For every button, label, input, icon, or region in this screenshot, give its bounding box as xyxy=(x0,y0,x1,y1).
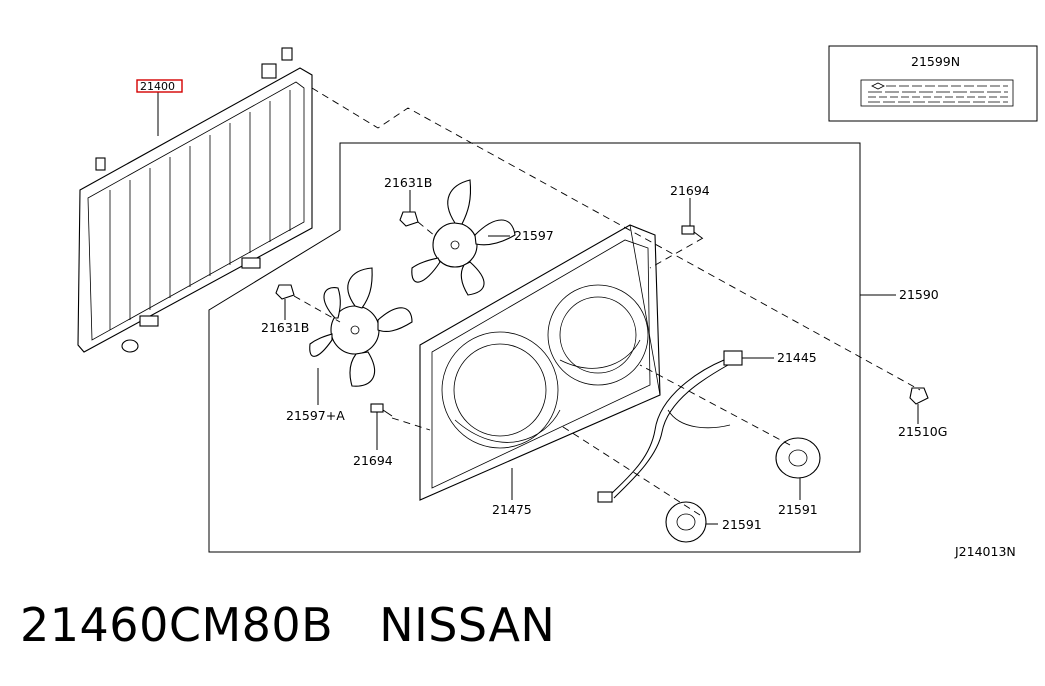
callout-nut-upper[interactable]: 21631B xyxy=(384,175,432,190)
fan-shroud xyxy=(419,224,661,501)
fan-lower xyxy=(309,267,413,387)
callout-motor-lower[interactable]: 21591 xyxy=(722,517,762,532)
nut-upper xyxy=(399,211,419,227)
callout-fan-lower[interactable]: 21597+A xyxy=(286,408,345,423)
callout-bolt-upper[interactable]: 21694 xyxy=(670,183,710,198)
callout-shroud[interactable]: 21475 xyxy=(492,502,532,517)
callout-radiator[interactable]: 21400 xyxy=(140,80,175,93)
callout-bolt-lower[interactable]: 21694 xyxy=(353,453,393,468)
callout-harness[interactable]: 21445 xyxy=(777,350,817,365)
motor-right xyxy=(775,437,821,479)
guide-lines xyxy=(293,87,921,516)
bolt-upper xyxy=(681,225,703,239)
bolt-lower xyxy=(370,403,393,417)
radiator xyxy=(77,47,313,353)
callout-clip[interactable]: 21510G xyxy=(898,424,947,439)
nut-lower xyxy=(275,284,295,300)
selected-part-highlight[interactable] xyxy=(136,79,183,93)
label-sticker-box xyxy=(828,45,1038,122)
bottom-title: 21460CM80B NISSAN xyxy=(20,598,555,652)
callout-fan-upper[interactable]: 21597 xyxy=(514,228,554,243)
callout-motor-right[interactable]: 21591 xyxy=(778,502,818,517)
fan-upper xyxy=(411,179,516,296)
callout-shroud-assembly[interactable]: 21590 xyxy=(899,287,939,302)
diagram-code: J214013N xyxy=(954,544,1016,559)
callout-label-sticker[interactable]: 21599N xyxy=(911,54,960,69)
callout-nut-lower[interactable]: 21631B xyxy=(261,320,309,335)
part-number: 21460CM80B xyxy=(20,598,334,652)
assembly-frame xyxy=(208,142,861,553)
brand-name: NISSAN xyxy=(379,598,556,652)
motor-lower xyxy=(665,501,707,543)
clip xyxy=(909,387,929,410)
leader-lines xyxy=(157,92,919,525)
